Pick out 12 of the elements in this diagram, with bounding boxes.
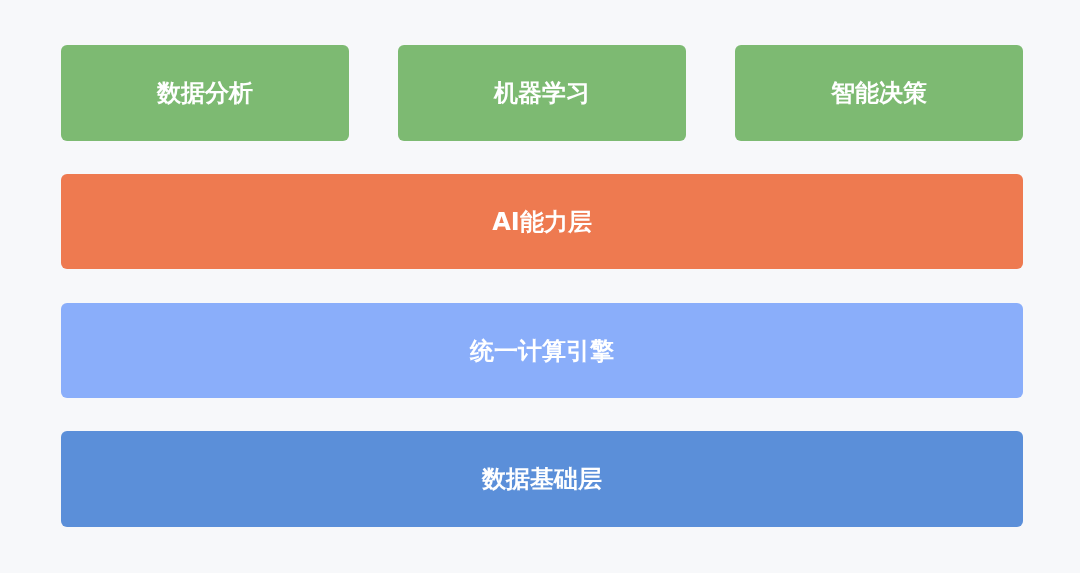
- module-box: [735, 45, 1023, 141]
- box-label: 智能决策: [831, 78, 927, 109]
- module-box: [61, 45, 349, 141]
- box-label: 数据分析: [157, 78, 253, 109]
- layer-bar: [61, 303, 1023, 398]
- layer-bar: [61, 431, 1023, 527]
- box-label: AI能力层: [492, 206, 592, 238]
- layer-bar: [61, 174, 1023, 269]
- box-label: 数据基础层: [482, 464, 602, 495]
- module-box: [398, 45, 686, 141]
- box-label: 机器学习: [494, 78, 590, 109]
- box-label: 统一计算引擎: [470, 335, 614, 367]
